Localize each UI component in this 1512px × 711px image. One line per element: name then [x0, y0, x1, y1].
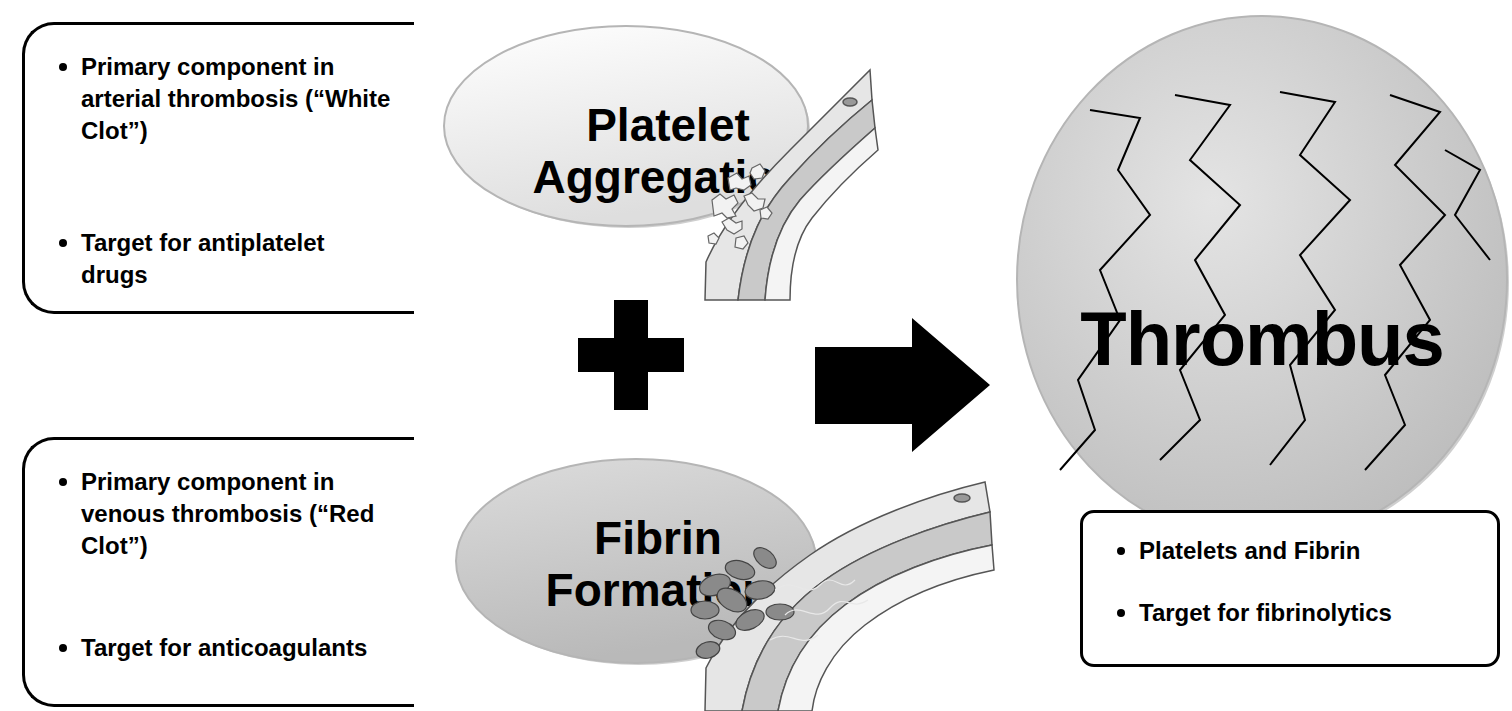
bullet-text: Target for antiplatelet drugs: [81, 229, 325, 288]
result-label: Thrombus: [1080, 299, 1444, 379]
process-label: Fibrin Formation: [513, 512, 803, 616]
bullet-item: Target for antiplatelet drugs: [25, 227, 391, 291]
note-box: Primary component in venous thrombosis (…: [22, 437, 414, 707]
bullet-text: Primary component in venous thrombosis (…: [81, 468, 374, 559]
red-clot-cluster: [691, 544, 794, 661]
process-ellipse: Fibrin Formation: [452, 455, 820, 667]
bullet-text: Platelets and Fibrin: [1139, 537, 1360, 564]
bullet-text: Target for fibrinolytics: [1139, 599, 1392, 626]
bullet-item: Primary component in venous thrombosis (…: [25, 466, 391, 562]
platelet-cluster: [708, 164, 772, 249]
block-arrow: [815, 318, 990, 452]
result-circle: Thrombus: [1013, 12, 1511, 547]
bullet-dot: [1117, 547, 1125, 555]
bullet-dot: [59, 478, 67, 486]
bullet-dot: [59, 644, 67, 652]
bullet-item: Target for anticoagulants: [25, 632, 391, 664]
bullet-item: Platelets and Fibrin: [1083, 535, 1449, 567]
note-box: Platelets and FibrinTarget for fibrinoly…: [1080, 510, 1500, 667]
shape-fill: [456, 459, 816, 663]
bullet-text: Target for anticoagulants: [81, 634, 367, 661]
fibrin-strands: [1060, 92, 1490, 470]
circle-outline: [1013, 12, 1511, 547]
process-label: Platelet Aggregation: [523, 99, 813, 203]
bullet-dot: [1117, 609, 1125, 617]
vessel-illustration: [705, 70, 878, 300]
bullet-text: Primary component in arterial thrombosis…: [81, 53, 390, 144]
process-ellipse: Platelet Aggregation: [440, 22, 812, 230]
fibrin-mesh: [770, 580, 868, 640]
plus-symbol: [578, 300, 684, 410]
shape-fill: [1017, 16, 1507, 543]
note-box: Primary component in arterial thrombosis…: [22, 22, 414, 314]
bullet-dot: [59, 239, 67, 247]
bullet-item: Primary component in arterial thrombosis…: [25, 51, 391, 147]
vessel-illustration: [705, 482, 994, 711]
bullet-dot: [59, 63, 67, 71]
bullet-item: Target for fibrinolytics: [1083, 597, 1449, 629]
